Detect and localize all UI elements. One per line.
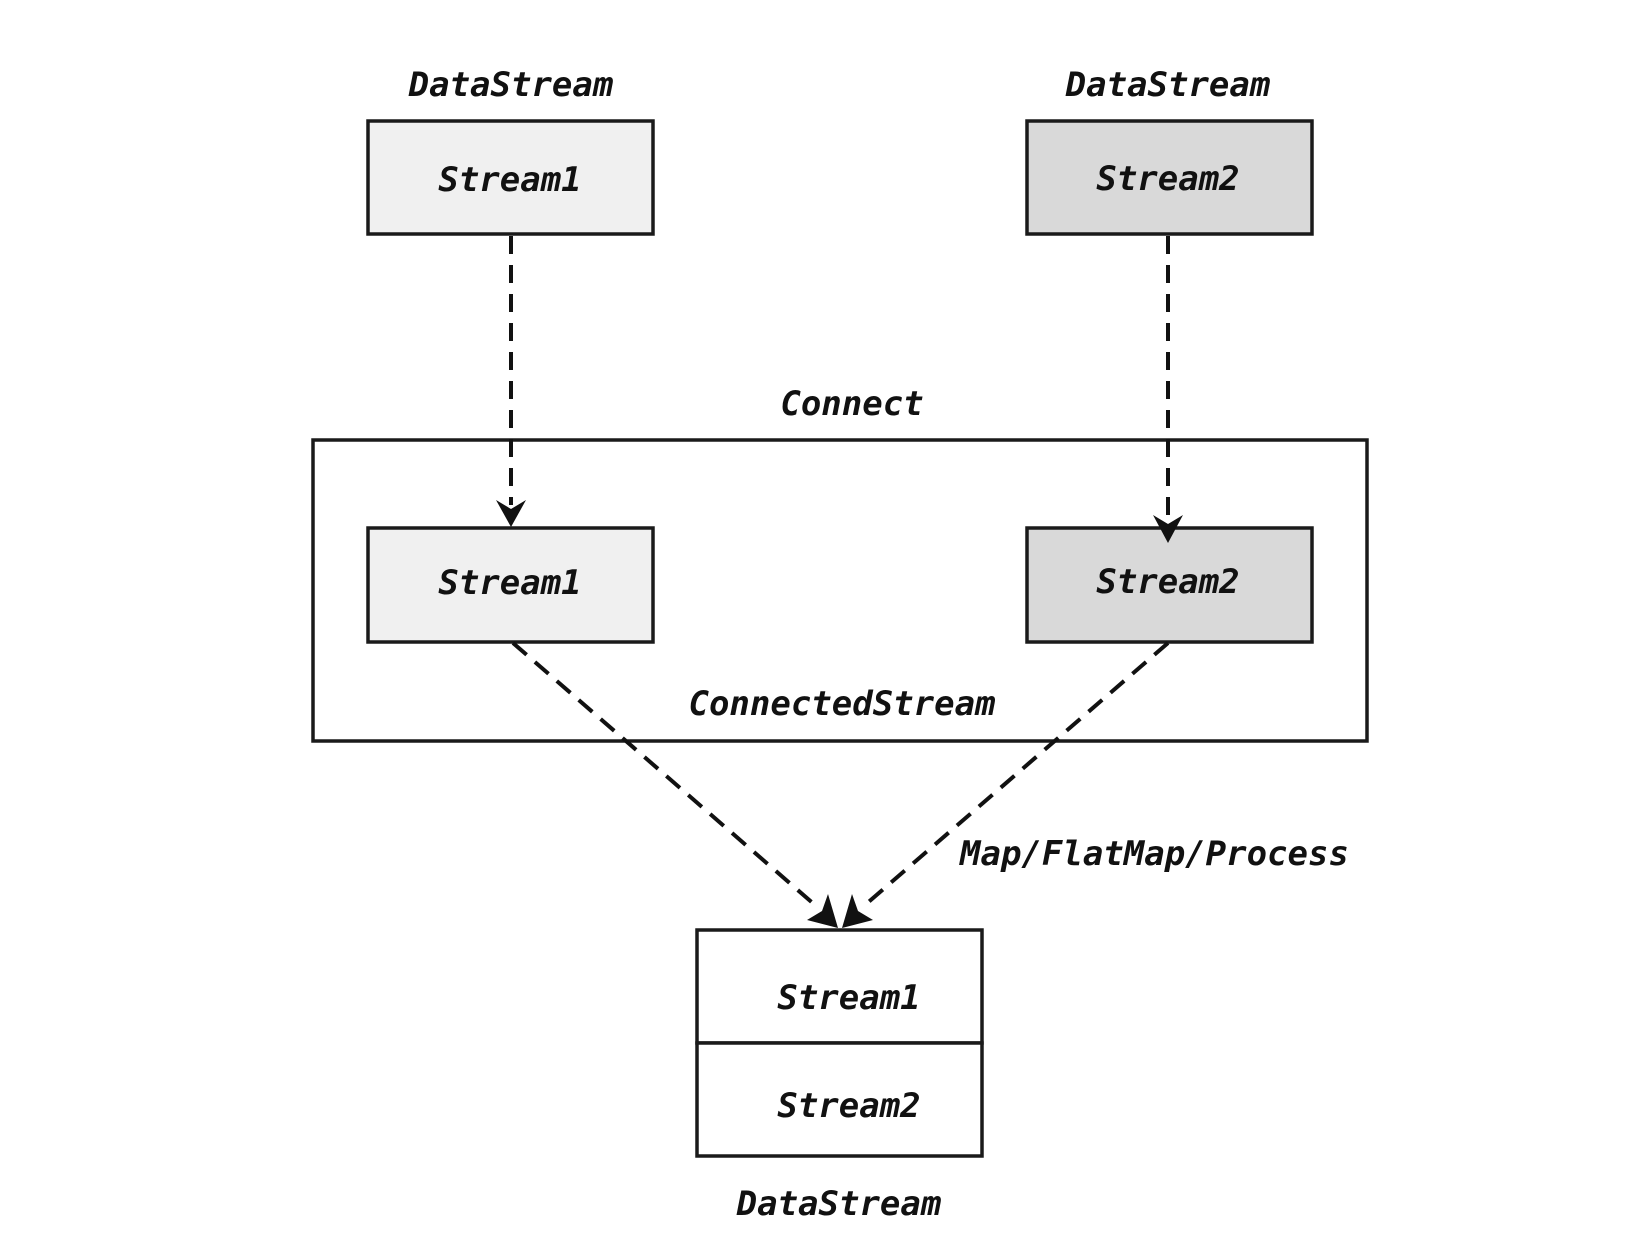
top-right-caption: DataStream — [1065, 65, 1271, 105]
connect-title: Connect — [780, 384, 923, 424]
arrowhead-output-right — [842, 894, 873, 928]
top-left-stream1-box — [366, 119, 655, 236]
transform-edge-label: Map/FlatMap/Process — [959, 834, 1349, 874]
connected-stream2-box — [1025, 526, 1314, 644]
top-left-caption: DataStream — [408, 65, 614, 105]
connected-stream1-box — [366, 526, 655, 644]
connected-stream-caption: ConnectedStream — [688, 684, 996, 724]
connected-stream-container — [311, 438, 1369, 743]
top-left-stream1-label: Stream1 — [438, 160, 581, 200]
arrowhead-output-left — [807, 894, 838, 928]
top-right-stream2-box — [1025, 119, 1314, 236]
arrow-connected-stream2-to-output — [863, 641, 1170, 907]
arrowhead-stream2-connected — [1153, 515, 1183, 543]
arrowhead-stream1-connected — [496, 500, 526, 527]
output-caption: DataStream — [736, 1184, 942, 1224]
output-stream2-label: Stream2 — [777, 1086, 920, 1126]
connected-stream1-label: Stream1 — [438, 563, 581, 603]
output-stream1-label: Stream1 — [777, 978, 920, 1018]
arrow-connected-stream1-to-output — [511, 641, 817, 907]
output-stream2-cell — [695, 1041, 984, 1158]
top-right-stream2-label: Stream2 — [1096, 159, 1239, 199]
connected-stream2-label: Stream2 — [1096, 562, 1239, 602]
